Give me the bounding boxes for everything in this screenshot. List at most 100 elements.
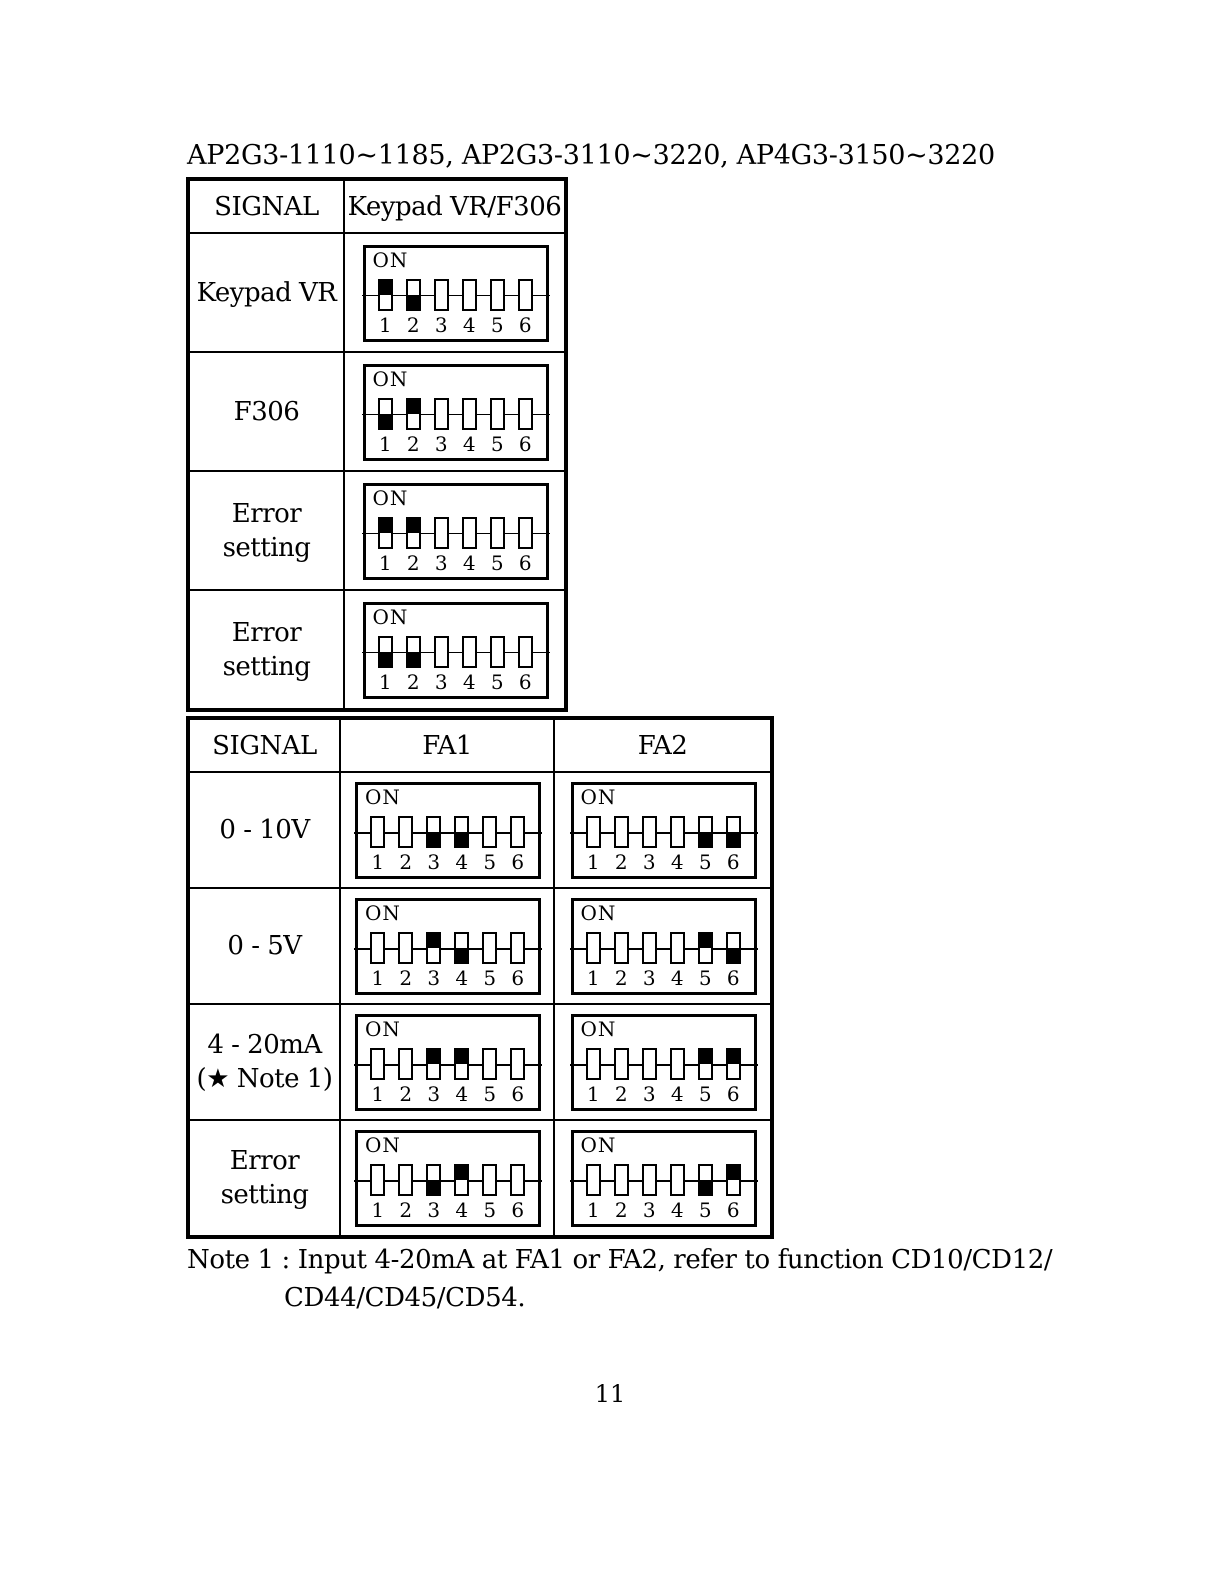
switch-number: 2: [406, 669, 420, 694]
switch-knob: [699, 1050, 711, 1064]
switch-knob: [727, 832, 739, 846]
switch-number: 4: [462, 312, 476, 337]
dip-switch-2: [398, 1164, 413, 1196]
dip-switch-5: [482, 1048, 497, 1080]
on-label: ON: [365, 785, 401, 809]
dip-switch-5: [482, 1164, 497, 1196]
switch-number: 6: [726, 850, 740, 874]
switch-number: 2: [406, 550, 420, 575]
fa1-header: FA1: [339, 717, 555, 773]
center-line: [354, 1064, 542, 1066]
footnote-line-2: CD44/CD45/CD54.: [284, 1283, 526, 1313]
switch-number: 3: [434, 312, 448, 337]
center-line: [569, 832, 758, 834]
switch-number: 4: [455, 1198, 468, 1222]
page-number: 11: [594, 1380, 626, 1408]
signal-cell: Error setting: [187, 470, 345, 591]
switch-number: 4: [670, 966, 684, 990]
signal-label: 4 - 20mA: [207, 1030, 322, 1060]
switch-number: 1: [586, 966, 600, 990]
switch-knob: [428, 1180, 439, 1194]
switch-knob: [407, 294, 419, 309]
switch-number: 3: [427, 1082, 440, 1106]
signal-cell: 0 - 10V: [187, 771, 341, 889]
dip-switch-3: [433, 278, 449, 311]
dip-switch-3: [641, 932, 657, 964]
switch-number: 2: [406, 312, 420, 337]
switch-knob: [428, 1050, 439, 1064]
switch-number: 1: [371, 966, 384, 990]
dip-switch-3: [426, 816, 441, 848]
switch-knob: [379, 651, 391, 666]
on-label: ON: [365, 1133, 401, 1157]
dip-switch-5: [697, 1164, 713, 1196]
dip-switch-3: [641, 1164, 657, 1196]
center-line: [569, 948, 758, 950]
on-label: ON: [372, 247, 409, 272]
switch-knob: [727, 948, 739, 962]
dip-switch-6: [517, 635, 533, 668]
switch-number: 6: [726, 1082, 740, 1106]
switch-number: 1: [586, 1198, 600, 1222]
switch-number: 3: [434, 431, 448, 456]
switch-number: 6: [518, 550, 532, 575]
switch-number: 2: [399, 966, 412, 990]
dip-switch-2: [613, 816, 629, 848]
center-line: [354, 1180, 542, 1182]
switch-number: 6: [511, 850, 524, 874]
switch-number: 2: [406, 431, 420, 456]
dip-switch-6: [510, 816, 525, 848]
dip-switch-5: [697, 816, 713, 848]
switch-number: 5: [490, 669, 504, 694]
dip-switch-3: [433, 397, 449, 430]
switch-number: 3: [642, 1198, 656, 1222]
switch-number: 1: [378, 669, 392, 694]
switch-number: 5: [698, 966, 712, 990]
switch-number: 6: [726, 1198, 740, 1222]
dip-switch-6: [510, 932, 525, 964]
dip-switch-5: [697, 932, 713, 964]
switch-number: 5: [483, 1082, 496, 1106]
switch-number: 1: [371, 1198, 384, 1222]
switch-number: 5: [490, 550, 504, 575]
on-label: ON: [372, 366, 409, 391]
center-line: [354, 948, 542, 950]
fa2-header: FA2: [553, 717, 773, 773]
on-label: ON: [365, 901, 401, 925]
center-line: [354, 832, 542, 834]
dip-switch-6: [725, 816, 741, 848]
dip-switch-1: [370, 1048, 385, 1080]
dip-switch-1: [370, 932, 385, 964]
switch-number: 3: [427, 850, 440, 874]
on-label: ON: [365, 1017, 401, 1041]
center-line: [361, 532, 550, 534]
switch-number: 2: [399, 850, 412, 874]
dip-switch-1: [585, 932, 601, 964]
dip-switch-1: [377, 397, 393, 430]
switch-number: 4: [455, 850, 468, 874]
dip-switch-4: [461, 397, 477, 430]
switch-knob: [699, 832, 711, 846]
switch-number: 4: [670, 850, 684, 874]
dip-switch-6: [725, 1048, 741, 1080]
dip-switch-2: [613, 932, 629, 964]
dip-switch-3: [426, 1048, 441, 1080]
signal-label: Keypad VR: [196, 277, 337, 308]
signal-label: Error setting: [220, 1146, 309, 1210]
signal-label: Error setting: [222, 617, 311, 682]
switch-number: 2: [614, 1082, 628, 1106]
center-line: [569, 1064, 758, 1066]
